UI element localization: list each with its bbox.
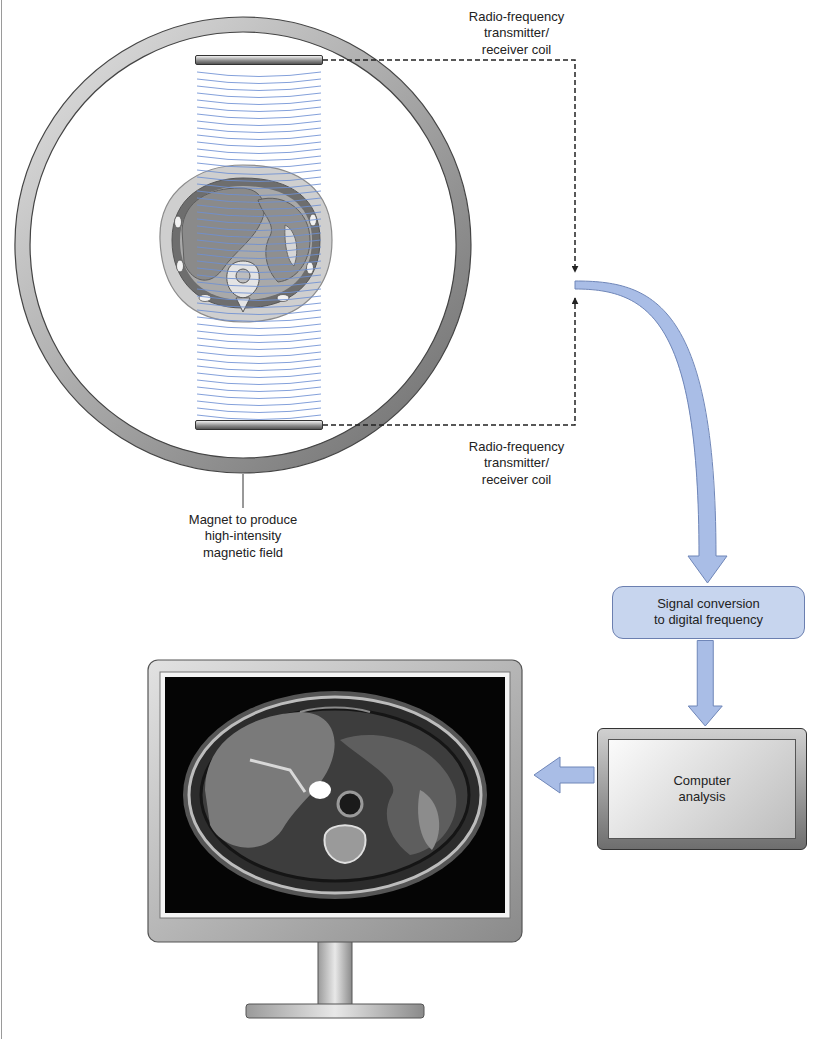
radio-wave bbox=[197, 114, 321, 119]
radio-wave bbox=[197, 415, 321, 420]
screen-panel: Computer analysis bbox=[608, 739, 796, 839]
radio-wave bbox=[197, 86, 321, 91]
radio-wave bbox=[197, 387, 321, 392]
radio-wave bbox=[197, 226, 321, 231]
radio-wave bbox=[197, 380, 321, 385]
radio-wave bbox=[197, 191, 321, 196]
radio-wave bbox=[197, 331, 321, 336]
radio-wave bbox=[197, 401, 321, 406]
radio-wave bbox=[197, 261, 321, 266]
radio-waves bbox=[197, 72, 321, 420]
display-arrow bbox=[534, 757, 594, 793]
radio-wave bbox=[197, 289, 321, 294]
coil-label: Radio-frequency transmitter/ receiver co… bbox=[464, 9, 569, 58]
radio-wave bbox=[197, 142, 321, 147]
leader-line bbox=[243, 474, 244, 508]
radio-wave bbox=[197, 247, 321, 252]
process-box: Signal conversion to digital frequency bbox=[612, 586, 805, 639]
radio-wave bbox=[197, 254, 321, 259]
monitor bbox=[148, 660, 522, 1018]
radio-wave bbox=[197, 373, 321, 378]
radio-wave bbox=[197, 352, 321, 357]
signal-trunk-arrow bbox=[575, 281, 727, 583]
radio-wave bbox=[197, 359, 321, 364]
radio-wave bbox=[197, 240, 321, 245]
radio-wave bbox=[197, 149, 321, 154]
computer-box: Computer analysis bbox=[597, 728, 807, 850]
page-border bbox=[1, 0, 2, 1039]
radio-wave bbox=[197, 268, 321, 273]
radio-wave bbox=[197, 338, 321, 343]
radio-wave bbox=[197, 275, 321, 280]
radio-wave bbox=[197, 394, 321, 399]
radio-wave bbox=[197, 177, 321, 182]
radio-wave bbox=[197, 79, 321, 84]
radio-wave bbox=[197, 212, 321, 217]
radio-wave bbox=[197, 324, 321, 329]
node-text: Computer analysis bbox=[660, 773, 744, 806]
radio-wave bbox=[197, 296, 321, 301]
radio-wave bbox=[197, 408, 321, 413]
flow-arrow bbox=[688, 641, 722, 727]
radio-wave bbox=[197, 219, 321, 224]
radio-wave bbox=[197, 156, 321, 161]
coil-label: Radio-frequency transmitter/ receiver co… bbox=[464, 439, 569, 488]
signal-connector bbox=[323, 298, 575, 425]
signal-connector bbox=[323, 60, 575, 272]
radio-wave bbox=[197, 345, 321, 350]
body-cross-section bbox=[160, 165, 332, 322]
radio-wave bbox=[197, 303, 321, 308]
part-label: Magnet to produce high-intensity magneti… bbox=[184, 512, 302, 561]
radio-wave bbox=[197, 198, 321, 203]
radio-wave bbox=[197, 233, 321, 238]
radio-wave bbox=[197, 184, 321, 189]
radio-wave bbox=[197, 128, 321, 133]
radio-wave bbox=[197, 100, 321, 105]
radio-wave bbox=[197, 72, 321, 77]
rf-coil: Radio-frequency transmitter/ receiver co… bbox=[195, 420, 323, 430]
node-text: Signal conversion to digital frequency bbox=[651, 596, 767, 629]
magnet-ring bbox=[15, 17, 471, 473]
radio-wave bbox=[197, 310, 321, 315]
radio-wave bbox=[197, 205, 321, 210]
radio-wave bbox=[197, 121, 321, 126]
radio-wave bbox=[197, 107, 321, 112]
radio-wave bbox=[197, 93, 321, 98]
radio-wave bbox=[197, 366, 321, 371]
radio-wave bbox=[197, 163, 321, 168]
radio-wave bbox=[197, 317, 321, 322]
radio-wave bbox=[197, 170, 321, 175]
radio-wave bbox=[197, 135, 321, 140]
radio-wave bbox=[197, 282, 321, 287]
rf-coil: Radio-frequency transmitter/ receiver co… bbox=[195, 55, 323, 65]
